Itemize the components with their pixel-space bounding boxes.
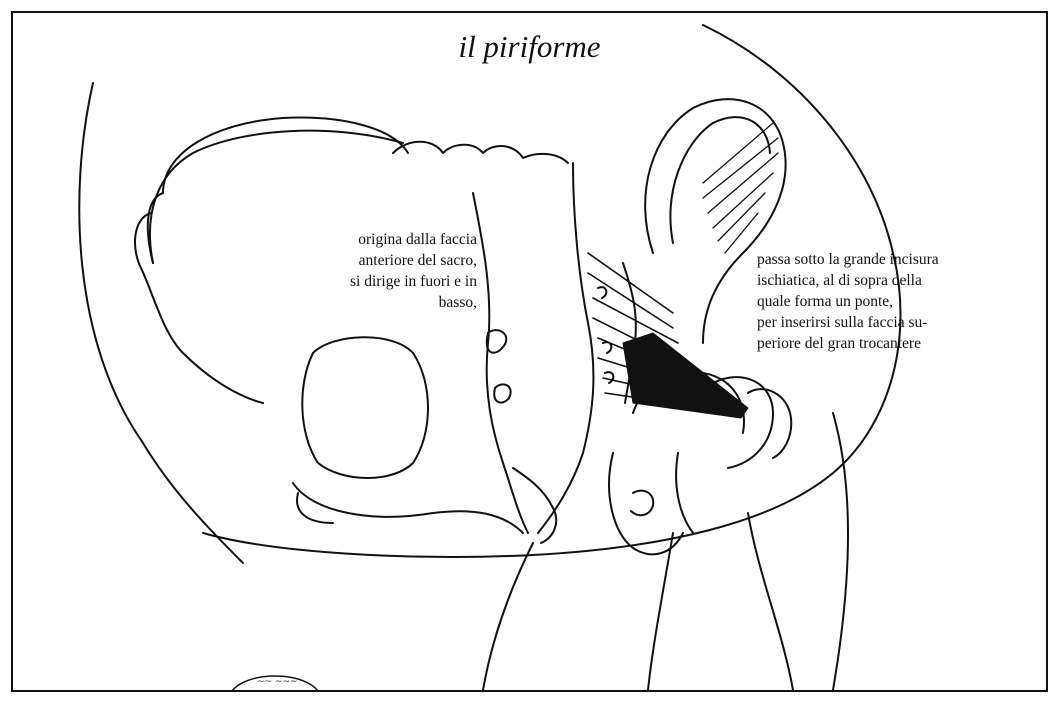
origin-annotation: origina dalla faccia anteriore del sacro… <box>253 229 477 313</box>
figure-frame: il piriforme origina dalla faccia anteri… <box>11 11 1048 692</box>
insertion-line-2: ischiatica, al di sopra della <box>757 270 1027 291</box>
lower-arc <box>483 543 533 690</box>
origin-line-3: si dirige in fuori e in <box>253 271 477 292</box>
sacrum-left-border <box>473 193 528 533</box>
stamp-text: ~~ ~~~ <box>257 677 298 687</box>
ischial-tuberosity <box>631 491 653 516</box>
figure-title: il piriforme <box>13 29 1046 65</box>
insertion-line-3: quale forma un ponte, <box>757 291 1027 312</box>
left-iliac-spine <box>135 213 263 403</box>
sacrum-right-border <box>538 163 593 533</box>
left-iliac-crest <box>163 118 408 193</box>
coccyx <box>513 468 556 543</box>
insertion-line-5: periore del gran trocantere <box>757 333 1027 354</box>
sacrum-detail-1 <box>598 287 606 298</box>
sacrum-detail-3 <box>605 372 613 383</box>
outer-arc-right <box>833 413 848 690</box>
right-iliac-inner <box>670 117 770 243</box>
origin-line-2: anteriore del sacro, <box>253 250 477 271</box>
origin-line-4: basso, <box>253 292 477 313</box>
thigh-line-left <box>648 533 673 690</box>
sacrum-detail-2 <box>603 342 611 353</box>
insertion-line-1: passa sotto la grande incisura <box>757 249 1027 270</box>
outer-arc-left <box>79 83 243 563</box>
insertion-line-4: per inserirsi sulla faccia su- <box>757 312 1027 333</box>
insertion-annotation: passa sotto la grande incisura ischiatic… <box>757 249 1027 354</box>
thigh-line-right <box>748 513 793 690</box>
sacrum-top <box>393 142 568 163</box>
right-wing-hatching <box>703 123 778 253</box>
obturator-left <box>302 337 428 478</box>
greater-trochanter <box>748 389 791 458</box>
femur-neck <box>676 453 693 533</box>
pubis-left <box>293 483 523 533</box>
sacrum-foramen-2 <box>494 384 510 402</box>
origin-line-1: origina dalla faccia <box>253 229 477 250</box>
